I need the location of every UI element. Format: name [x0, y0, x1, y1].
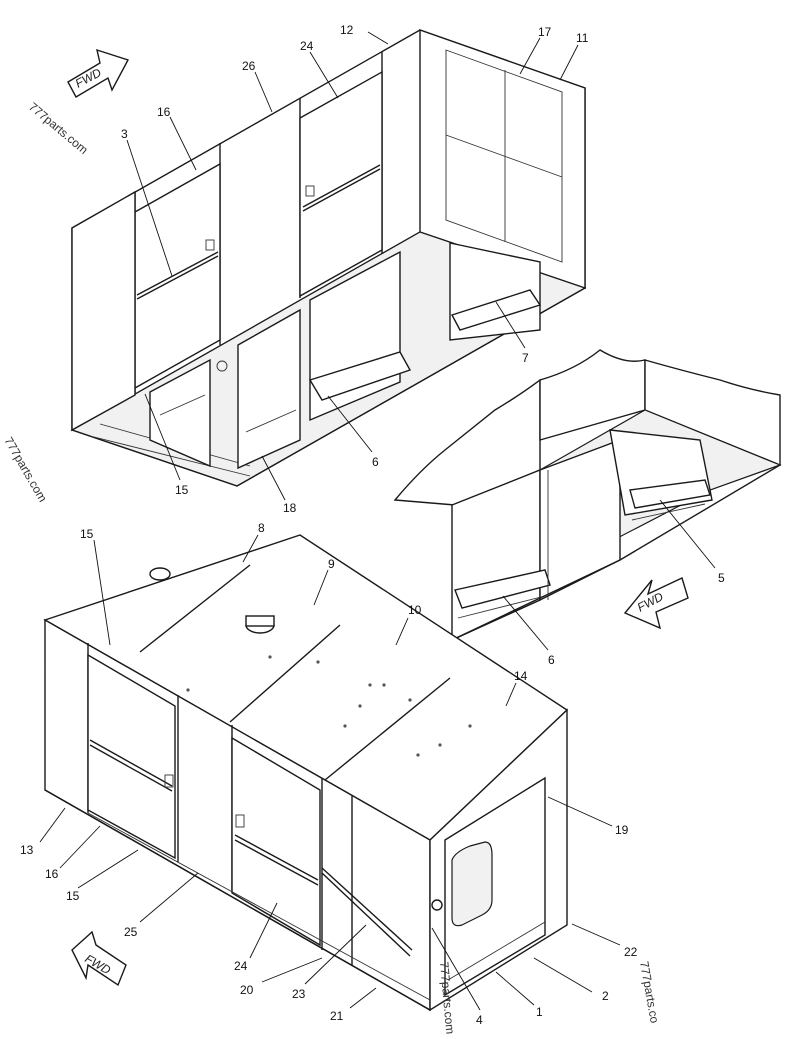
callout-22: 22	[624, 945, 638, 959]
fwd-arrow-mid: FWD	[623, 577, 689, 630]
callout-16: 16	[157, 105, 171, 119]
callout-12: 12	[340, 23, 354, 37]
callout-3: 3	[121, 127, 128, 141]
fwd-arrow-top: FWD	[67, 48, 130, 98]
watermark-text: 777parts.com	[437, 961, 457, 1035]
callout-19: 19	[615, 823, 629, 837]
leader-lines	[39, 31, 716, 1011]
callout-15: 15	[80, 527, 94, 541]
callout-17: 17	[538, 25, 552, 39]
callout-7: 7	[522, 351, 529, 365]
callout-5: 5	[718, 571, 725, 585]
watermark-text: 777parts.com	[1, 435, 49, 505]
fwd-arrow-bottom: FWD	[71, 930, 127, 987]
callout-16: 16	[45, 867, 59, 881]
lower-assembly-view	[43, 534, 569, 1012]
callout-20: 20	[240, 983, 254, 997]
callout-10: 10	[408, 603, 422, 617]
callout-1: 1	[536, 1005, 543, 1019]
callout-21: 21	[330, 1009, 344, 1023]
watermark-text: 777parts.com	[26, 100, 91, 157]
callout-6: 6	[372, 455, 379, 469]
callout-15: 15	[175, 483, 189, 497]
callout-24: 24	[300, 39, 314, 53]
callout-24: 24	[234, 959, 248, 973]
callout-11: 11	[576, 31, 589, 45]
callout-8: 8	[258, 521, 265, 535]
watermark-text: 777parts.co	[637, 960, 662, 1025]
callout-18: 18	[283, 501, 297, 515]
callout-13: 13	[20, 843, 34, 857]
callout-9: 9	[328, 557, 335, 571]
callout-15: 15	[66, 889, 80, 903]
callout-26: 26	[242, 59, 256, 73]
callout-25: 25	[124, 925, 138, 939]
callout-14: 14	[514, 669, 528, 683]
cutaway-detail-view	[393, 349, 782, 642]
callout-2: 2	[602, 989, 609, 1003]
callout-6: 6	[548, 653, 555, 667]
upper-assembly-view	[70, 29, 587, 487]
callout-labels: 12 17 11 24 26 16 3 7 6 15 18 5 6 15 8 9…	[20, 23, 725, 1027]
callout-4: 4	[476, 1013, 483, 1027]
callout-23: 23	[292, 987, 306, 1001]
